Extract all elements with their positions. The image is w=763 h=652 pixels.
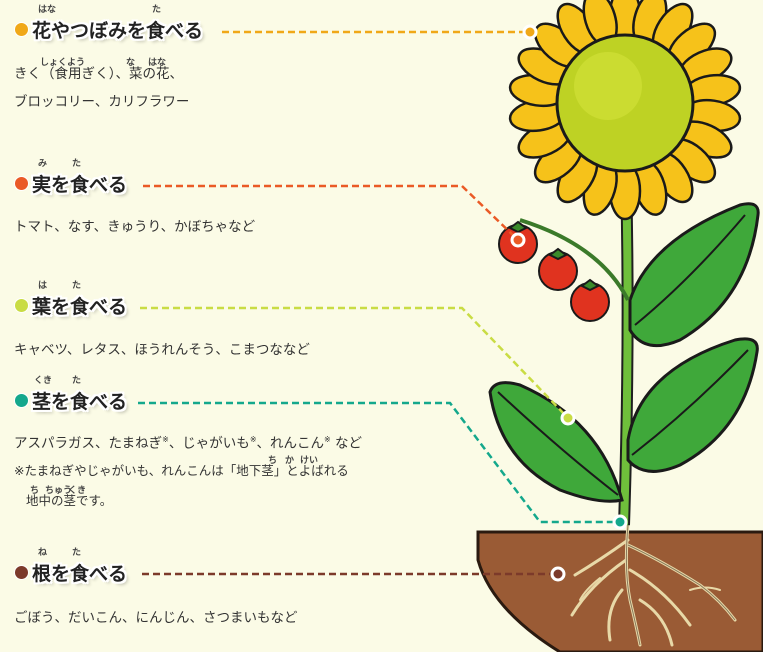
ruby-shokuyou: しょくよう [40,58,86,68]
title-fruit: 実を食べる [14,176,127,195]
leader-lines [138,30,620,576]
endpoint-markers [510,24,628,582]
ruby-ta: た [72,281,82,291]
flower-dot-icon [14,22,29,37]
title-root: 根を食べる [14,565,127,584]
note-mark: ※ [324,435,331,444]
ruby-kei: けい [300,456,319,466]
ruby-ta: た [72,159,82,169]
flower-line-2: ブロッコリー、カリフラワー [14,94,190,110]
stem-note-1: ※たまねぎやじゃがいも、れんこんは「地下茎」とよばれる [14,463,349,478]
title-flower: 花やつぼみを食べる [14,22,203,41]
ruby-kuki: くき [34,376,53,386]
ruby-hana: はな [38,5,57,15]
title-root-text: 根を食べる [32,563,128,585]
ruby-chuu: ちゅう [45,486,73,496]
root-dot-icon [14,565,29,580]
stem-text-a: アスパラガス、たまねぎ [14,435,163,452]
stem-text-c: 、れんこん [256,435,325,452]
title-leaf: 葉を食べる [14,298,127,317]
fruit-line-1: トマト、なす、きゅうり、かぼちゃなど [14,219,256,235]
ruby-ka: か [285,456,295,466]
ruby-kuki2: くき [68,486,87,496]
leaf-line-1: キャベツ、レタス、ほうれんそう、こまつななど [14,342,310,358]
ruby-na: な [126,58,136,68]
root-line-1: ごぼう、だいこん、にんじん、さつまいもなど [14,610,298,626]
tomato-branch [519,218,630,301]
leaf-dot-icon [14,298,29,313]
title-flower-text: 花やつぼみを食べる [32,20,204,42]
ruby-ta: た [72,548,82,558]
title-stem-text: 茎を食べる [32,391,128,413]
ruby-chika: ち [268,456,278,466]
ruby-ta: た [152,5,162,15]
ruby-mi: み [38,159,48,169]
tomatoes [498,220,610,322]
ruby-ne: ね [38,548,48,558]
leaves [488,202,760,503]
note-mark: ※ [162,435,169,444]
stem-line-1: アスパラガス、たまねぎ※、じゃがいも※、れんこん※ など [14,435,363,452]
ruby-hana2: はな [148,58,167,68]
title-leaf-text: 葉を食べる [32,296,128,318]
stem-text-d: など [330,435,363,452]
stem-dot-icon [14,393,29,408]
fruit-dot-icon [14,176,29,191]
title-fruit-text: 実を食べる [32,174,128,196]
ruby-ha: は [38,281,48,291]
stem-text-b: 、じゃがいも [168,435,250,452]
ruby-ta: た [72,376,82,386]
stem-note-2: 地中の茎です。 [26,493,113,508]
ruby-chi: ち [30,486,40,496]
flower-line-1: きく（食用ぎく）、菜の花、 [14,66,184,82]
title-stem: 茎を食べる [14,393,127,412]
note-mark: ※ [249,435,257,444]
